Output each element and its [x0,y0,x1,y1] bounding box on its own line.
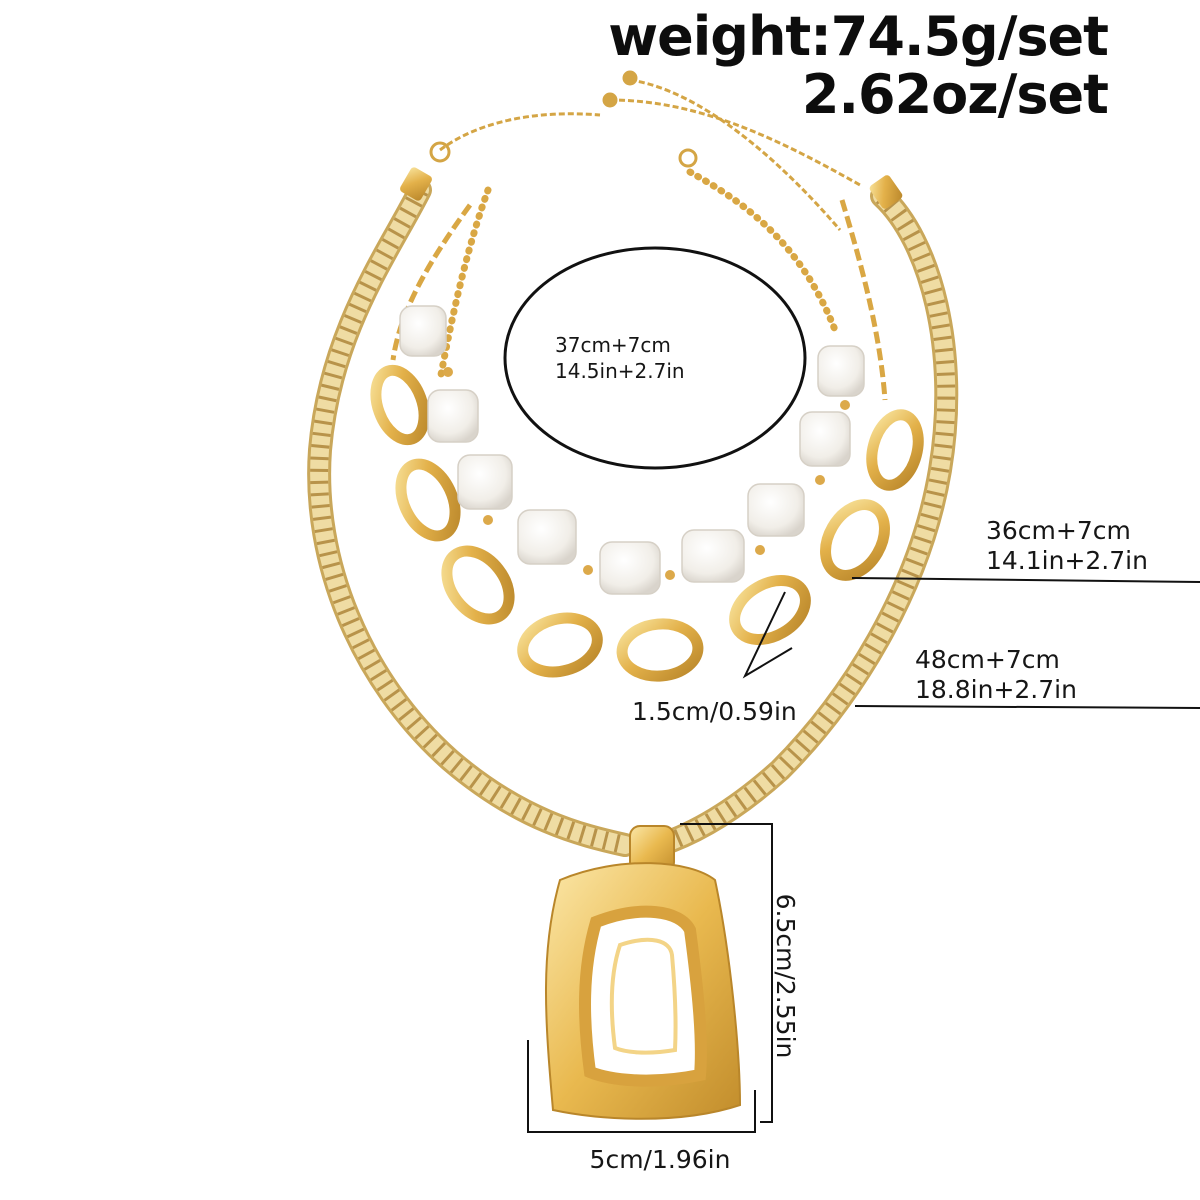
weight-grams: weight:74.5g/set [608,5,1109,68]
rope-chain-length-line [854,705,1200,709]
link-size-pointer [742,591,793,679]
weight-ounces: 2.62oz/set [801,63,1109,126]
gold-spacer-beads [443,367,850,580]
link-chain-length-in: 14.1in+2.7in [986,546,1148,575]
rope-chain-length-in: 18.8in+2.7in [915,675,1077,704]
link-size-label: 1.5cm/0.59in [632,697,797,726]
rope-chain-length-cm: 48cm+7cm [915,645,1060,674]
choker-length-cm: 37cm+7cm [555,333,671,357]
link-chain-length-cm: 36cm+7cm [986,516,1131,545]
link-chain-length-line [851,577,1200,583]
extender-chains [429,70,861,231]
pendant-height-label: 6.5cm/2.55in [771,893,800,1059]
rope-end-cap-right [869,175,903,209]
pendant-width-label: 5cm/1.96in [589,1145,731,1174]
rope-end-cap-left [400,167,432,201]
square-pendant [545,825,742,1120]
link-chain-length-label: 36cm+7cm 14.1in+2.7in [986,516,1148,576]
pendant-width-bracket [527,1040,756,1133]
weight-spec: weight:74.5g/set 2.62oz/set [608,5,1109,126]
measurement-lines [527,577,1200,1133]
pearl-bead-necklace [436,168,839,384]
rope-chain-length-label: 48cm+7cm 18.8in+2.7in [915,645,1077,705]
baroque-pearls [399,305,865,595]
pendant-height-bracket [680,823,773,1123]
choker-length-in: 14.5in+2.7in [555,359,685,383]
choker-size-oval [503,246,807,470]
choker-length-label: 37cm+7cm 14.5in+2.7in [555,332,755,384]
oval-link-chain [370,199,924,682]
rope-necklace [307,167,959,857]
